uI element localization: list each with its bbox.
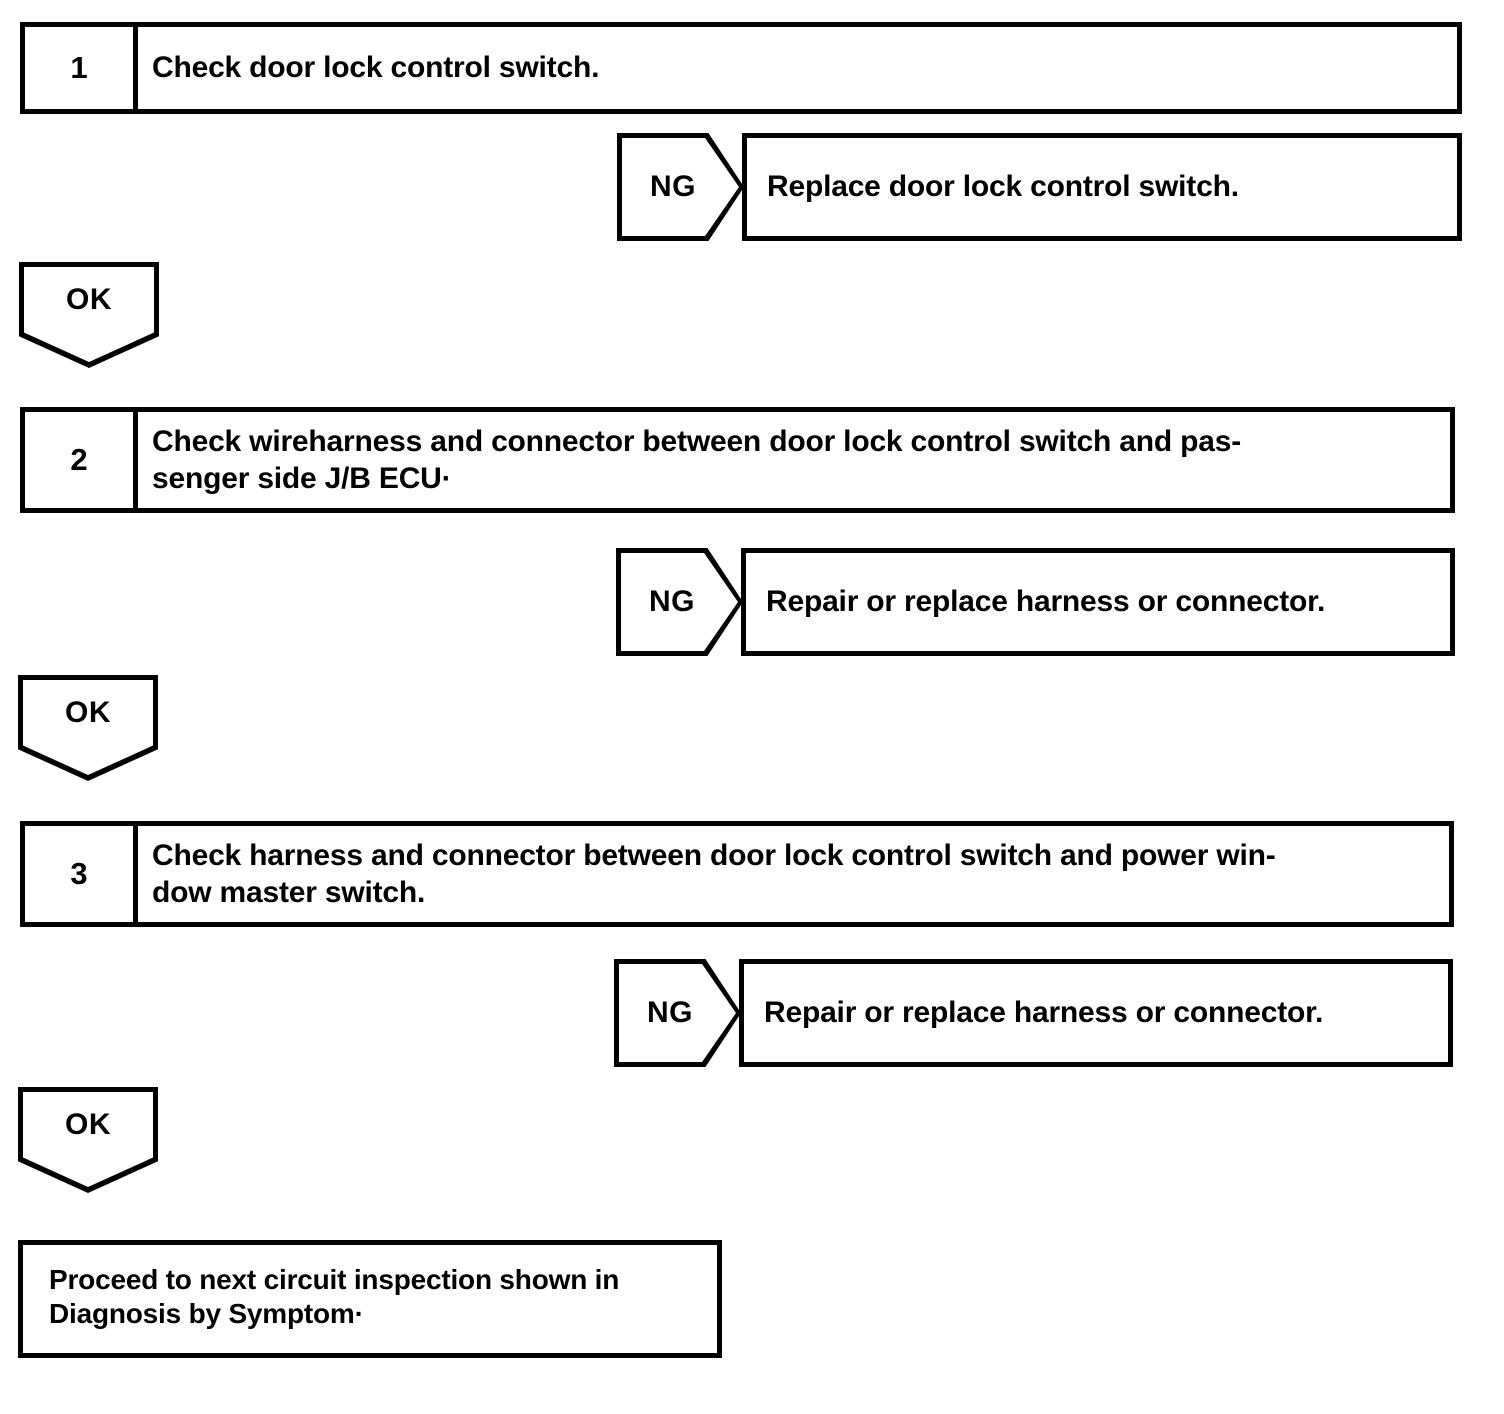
ng-arrow-1: NG	[617, 133, 744, 241]
ng-arrow-3: NG	[614, 959, 741, 1067]
ok-arrow-1: OK	[19, 262, 159, 368]
step-box-3: 3 Check harness and connector between do…	[20, 821, 1454, 927]
terminal-text-line: Diagnosis by Symptom·	[49, 1298, 364, 1330]
ng-label-2: NG	[621, 553, 738, 651]
ng-result-box-1: Replace door lock control switch.	[742, 133, 1462, 241]
terminal-box: Proceed to next circuit inspection shown…	[18, 1240, 722, 1358]
ok-arrow-3: OK	[18, 1087, 158, 1193]
ok-label-3: OK	[23, 1092, 153, 1187]
step-text-line: dow master switch.	[152, 876, 426, 909]
ng-label-3: NG	[619, 964, 736, 1062]
step-text-line: Check wireharness and connector between …	[152, 424, 1241, 458]
ok-label-2: OK	[23, 680, 153, 775]
ng-arrow-2: NG	[616, 548, 743, 656]
step-box-2: 2 Check wireharness and connector betwee…	[20, 407, 1455, 513]
ok-arrow-2: OK	[18, 675, 158, 781]
terminal-text-line: Proceed to next circuit inspection shown…	[49, 1264, 620, 1295]
step-box-1: 1 Check door lock control switch.	[20, 22, 1462, 114]
step-text-line: Check door lock control switch.	[152, 51, 600, 85]
ng-label-1: NG	[622, 138, 739, 236]
step-number-1: 1	[25, 27, 138, 109]
step-text-line: Check harness and connector between door…	[152, 838, 1276, 872]
ng-result-text-3: Repair or replace harness or connector.	[764, 996, 1324, 1029]
step-text-1: Check door lock control switch.	[138, 27, 1457, 109]
step-number-2: 2	[25, 412, 138, 508]
step-text-3: Check harness and connector between door…	[138, 826, 1449, 922]
ng-result-box-3: Repair or replace harness or connector.	[739, 959, 1453, 1067]
step-text-2: Check wireharness and connector between …	[138, 412, 1450, 508]
ng-result-box-2: Repair or replace harness or connector.	[741, 548, 1455, 656]
ng-result-text-2: Repair or replace harness or connector.	[766, 585, 1326, 618]
step-text-line: senger side J/B ECU·	[152, 462, 452, 495]
ok-label-1: OK	[24, 267, 154, 362]
step-number-3: 3	[25, 826, 138, 922]
ng-result-text-1: Replace door lock control switch.	[767, 170, 1239, 203]
